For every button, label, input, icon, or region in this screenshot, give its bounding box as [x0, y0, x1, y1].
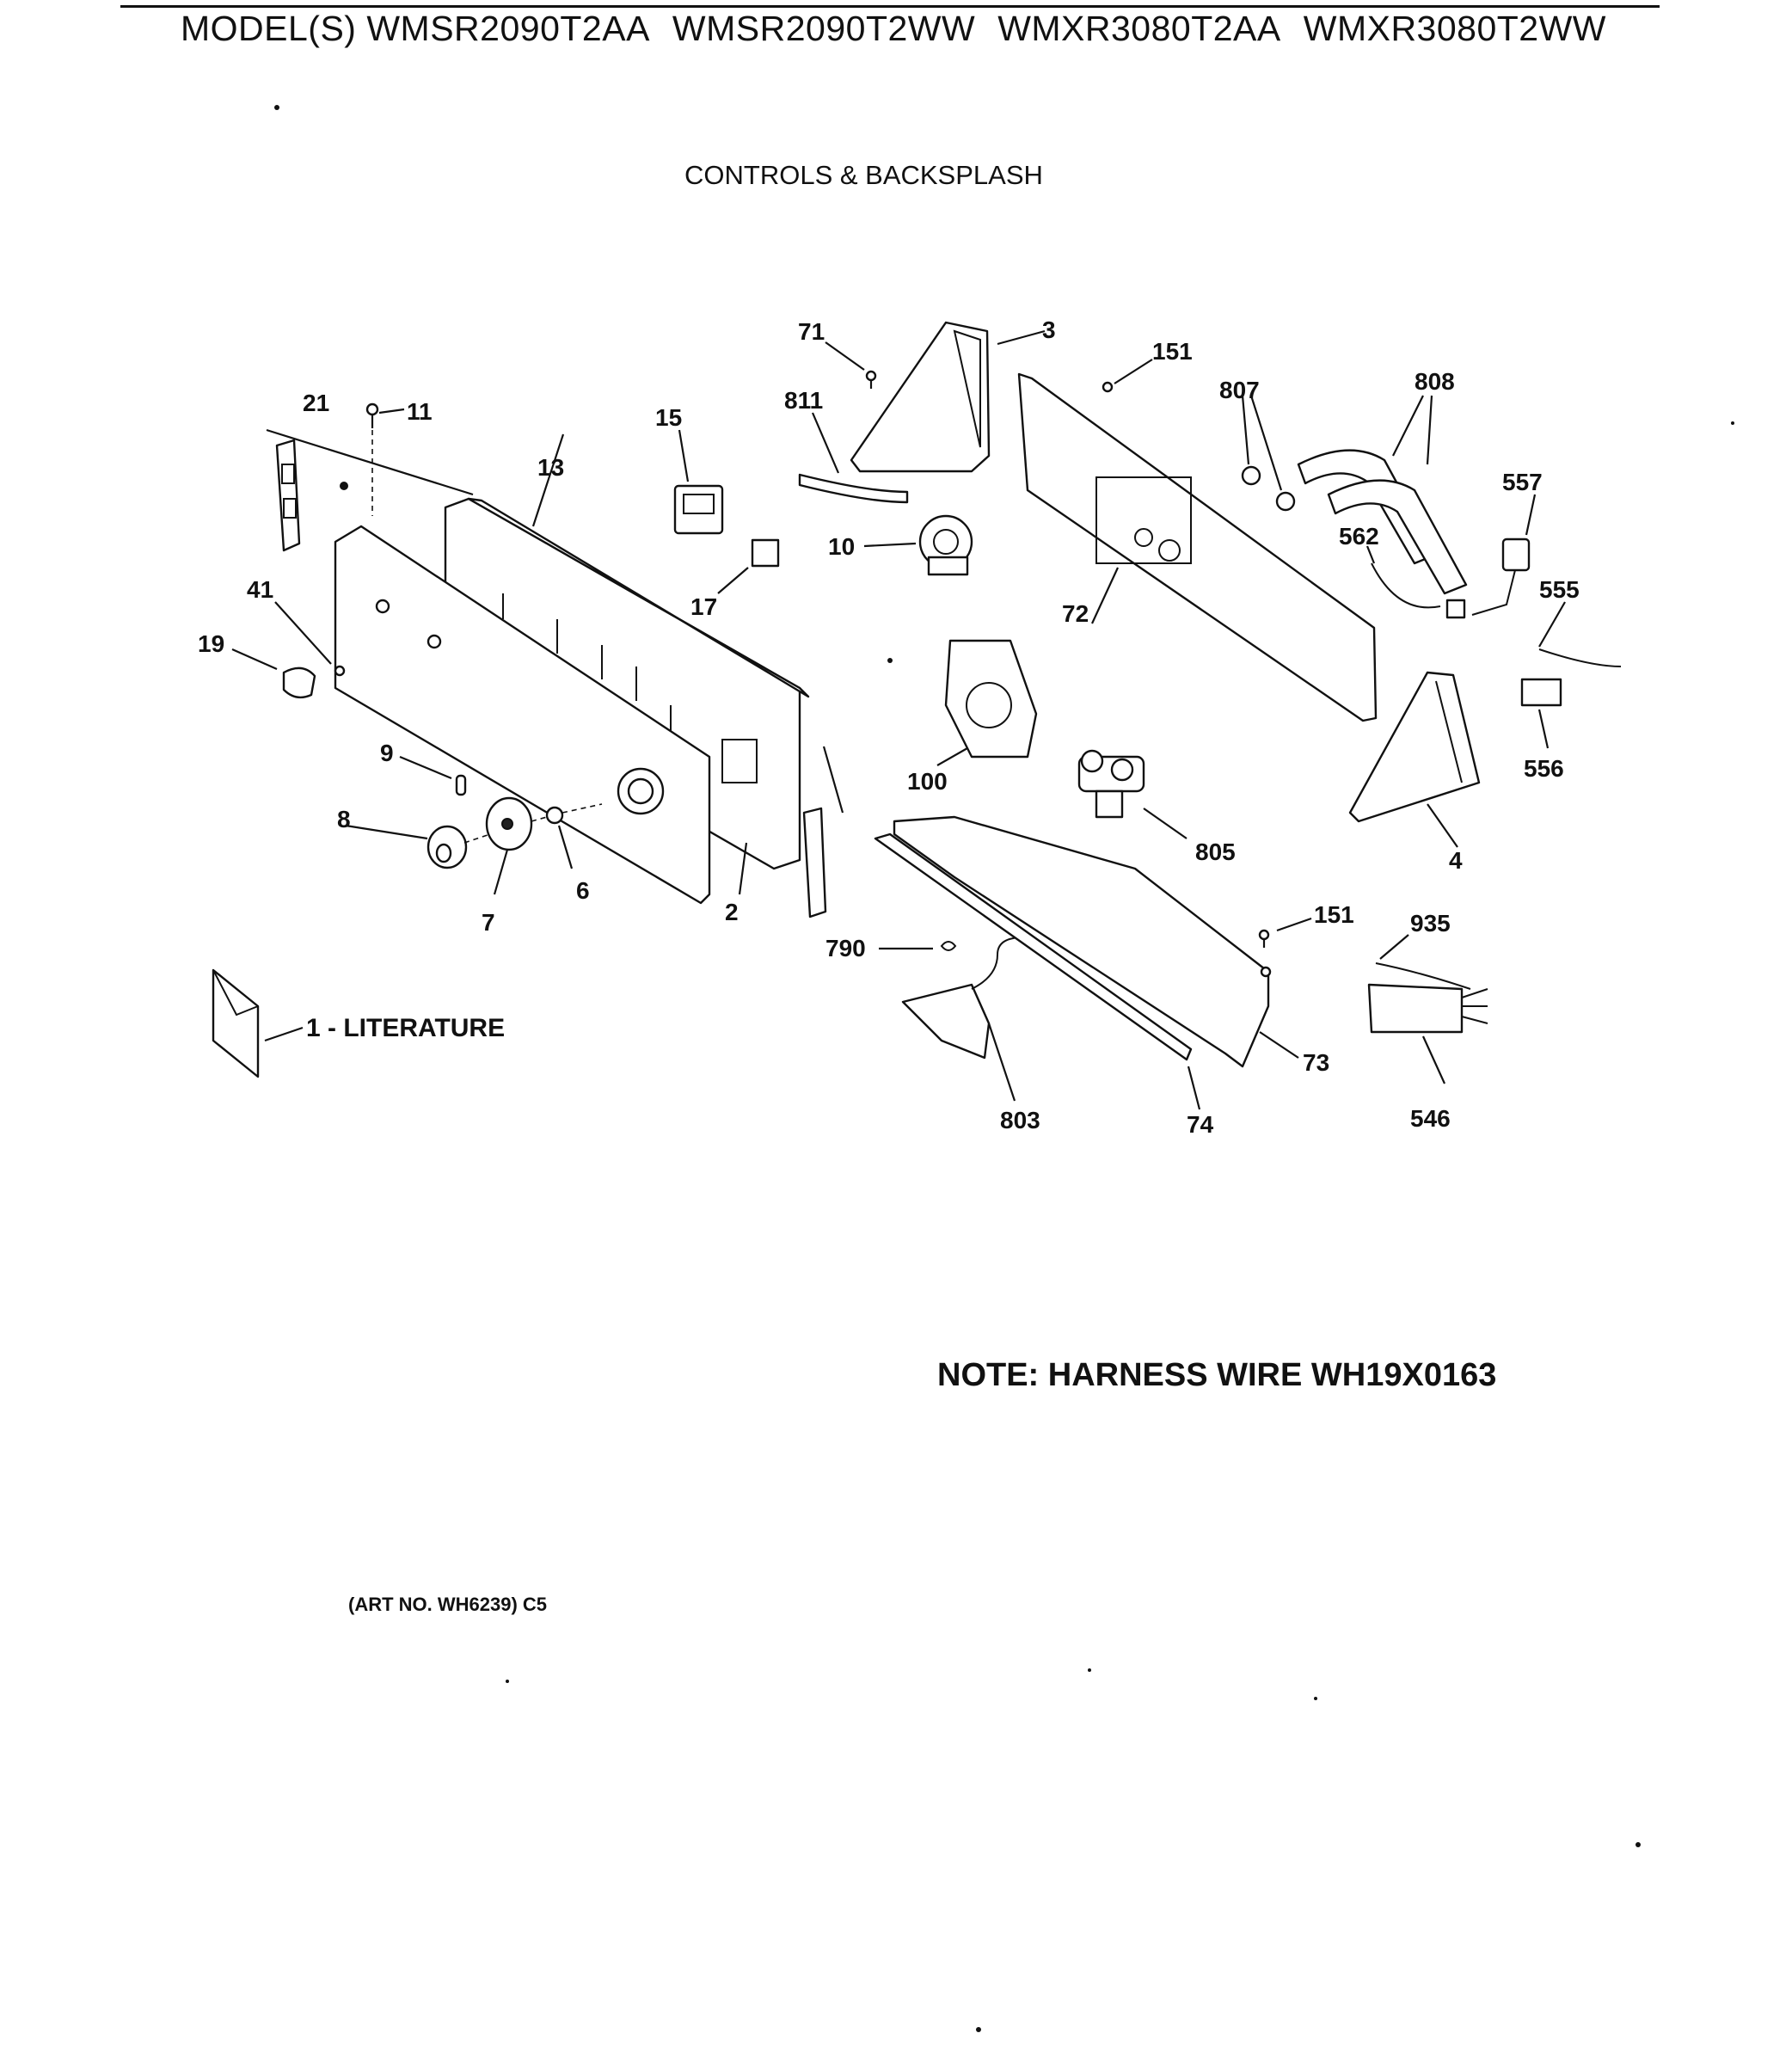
part-935-harness — [1375, 934, 1471, 990]
part-3-bracket — [825, 321, 1046, 473]
label-562: 562 — [1339, 523, 1379, 550]
section-title: CONTROLS & BACKSPLASH — [684, 160, 1043, 190]
model-number: WMSR2090T2WW — [672, 9, 976, 48]
label-805: 805 — [1195, 838, 1236, 865]
label-15: 15 — [655, 404, 682, 431]
label-790: 790 — [825, 935, 866, 961]
label-9: 9 — [380, 740, 394, 766]
label-41: 41 — [247, 576, 273, 603]
label-17: 17 — [690, 593, 717, 620]
part-15-switch — [673, 429, 724, 535]
model-number: WMXR3080T2AA — [997, 9, 1281, 48]
part-8-7-6-knob-assembly — [345, 796, 603, 895]
part-151-screw-upper — [1102, 359, 1153, 393]
label-11: 11 — [407, 398, 433, 425]
part-556-terminal — [1520, 678, 1562, 749]
part-805-water-valve — [1077, 749, 1188, 839]
label-555: 555 — [1539, 576, 1580, 603]
part-labels: 21 11 13 15 71 811 3 151 807 808 557 562… — [198, 316, 1580, 1138]
label-811: 811 — [784, 387, 823, 414]
art-number: (ART NO. WH6239) C5 — [348, 1594, 548, 1615]
model-number: WMSR2090T2AA — [366, 9, 650, 48]
label-71: 71 — [798, 318, 825, 345]
part-4-bracket — [1348, 671, 1481, 848]
label-72: 72 — [1062, 600, 1089, 627]
label-4: 4 — [1449, 847, 1463, 874]
part-19-knob — [231, 601, 346, 699]
part-17-connector — [717, 538, 780, 594]
part-72-backsplash — [1017, 372, 1378, 722]
label-151-lower: 151 — [1314, 901, 1354, 928]
part-811-hose — [798, 412, 909, 504]
label-151-upper: 151 — [1152, 338, 1193, 365]
label-556: 556 — [1524, 755, 1564, 782]
label-13: 13 — [537, 454, 564, 481]
top-rule — [120, 5, 1660, 8]
label-10: 10 — [828, 533, 855, 560]
part-807-washers — [1241, 395, 1296, 512]
part-555-wire — [1538, 601, 1622, 667]
label-6: 6 — [576, 877, 590, 904]
model-list: MODEL(S) WMSR2090T2AA WMSR2090T2WW WMXR308… — [181, 9, 1606, 49]
label-100: 100 — [907, 768, 948, 795]
label-803: 803 — [1000, 1107, 1040, 1133]
label-73: 73 — [1303, 1049, 1329, 1076]
part-151-screw-lower — [1258, 917, 1312, 948]
label-74: 74 — [1187, 1111, 1214, 1138]
label-1-literature: 1 - LITERATURE — [306, 1014, 505, 1042]
label-21: 21 — [303, 390, 329, 416]
label-546: 546 — [1410, 1105, 1451, 1132]
part-11-screw — [340, 402, 405, 516]
part-557-plug — [1471, 494, 1537, 616]
part-803-inlet — [901, 937, 1024, 1102]
part-100-timer — [936, 639, 1038, 766]
label-557: 557 — [1502, 469, 1543, 495]
label-19: 19 — [198, 630, 224, 657]
part-790-clip — [879, 941, 957, 951]
model-number: WMXR3080T2WW — [1303, 9, 1607, 48]
label-808: 808 — [1415, 368, 1455, 395]
label-3: 3 — [1042, 316, 1056, 343]
part-546-connector-block — [1367, 983, 1488, 1084]
part-808-hoses — [1297, 395, 1468, 595]
part-562-wire-clip — [1365, 545, 1466, 619]
part-right-end-cap — [802, 746, 844, 918]
label-7: 7 — [482, 909, 495, 936]
harness-note: NOTE: HARNESS WIRE WH19X0163 — [937, 1357, 1497, 1393]
label-2: 2 — [725, 899, 739, 925]
part-1-literature — [212, 968, 304, 1078]
scan-specks — [274, 105, 1734, 2032]
label-935: 935 — [1410, 910, 1451, 937]
label-8: 8 — [337, 806, 351, 832]
models-label: MODEL(S) — [181, 9, 367, 48]
part-10-pressure-switch — [863, 514, 973, 576]
part-74-rail — [874, 832, 1201, 1110]
part-73-control-mount — [893, 815, 1299, 1068]
part-21-end-cap — [266, 428, 474, 552]
part-9-clip — [399, 755, 467, 796]
part-2-panel-front — [334, 525, 748, 905]
label-807: 807 — [1219, 377, 1260, 403]
